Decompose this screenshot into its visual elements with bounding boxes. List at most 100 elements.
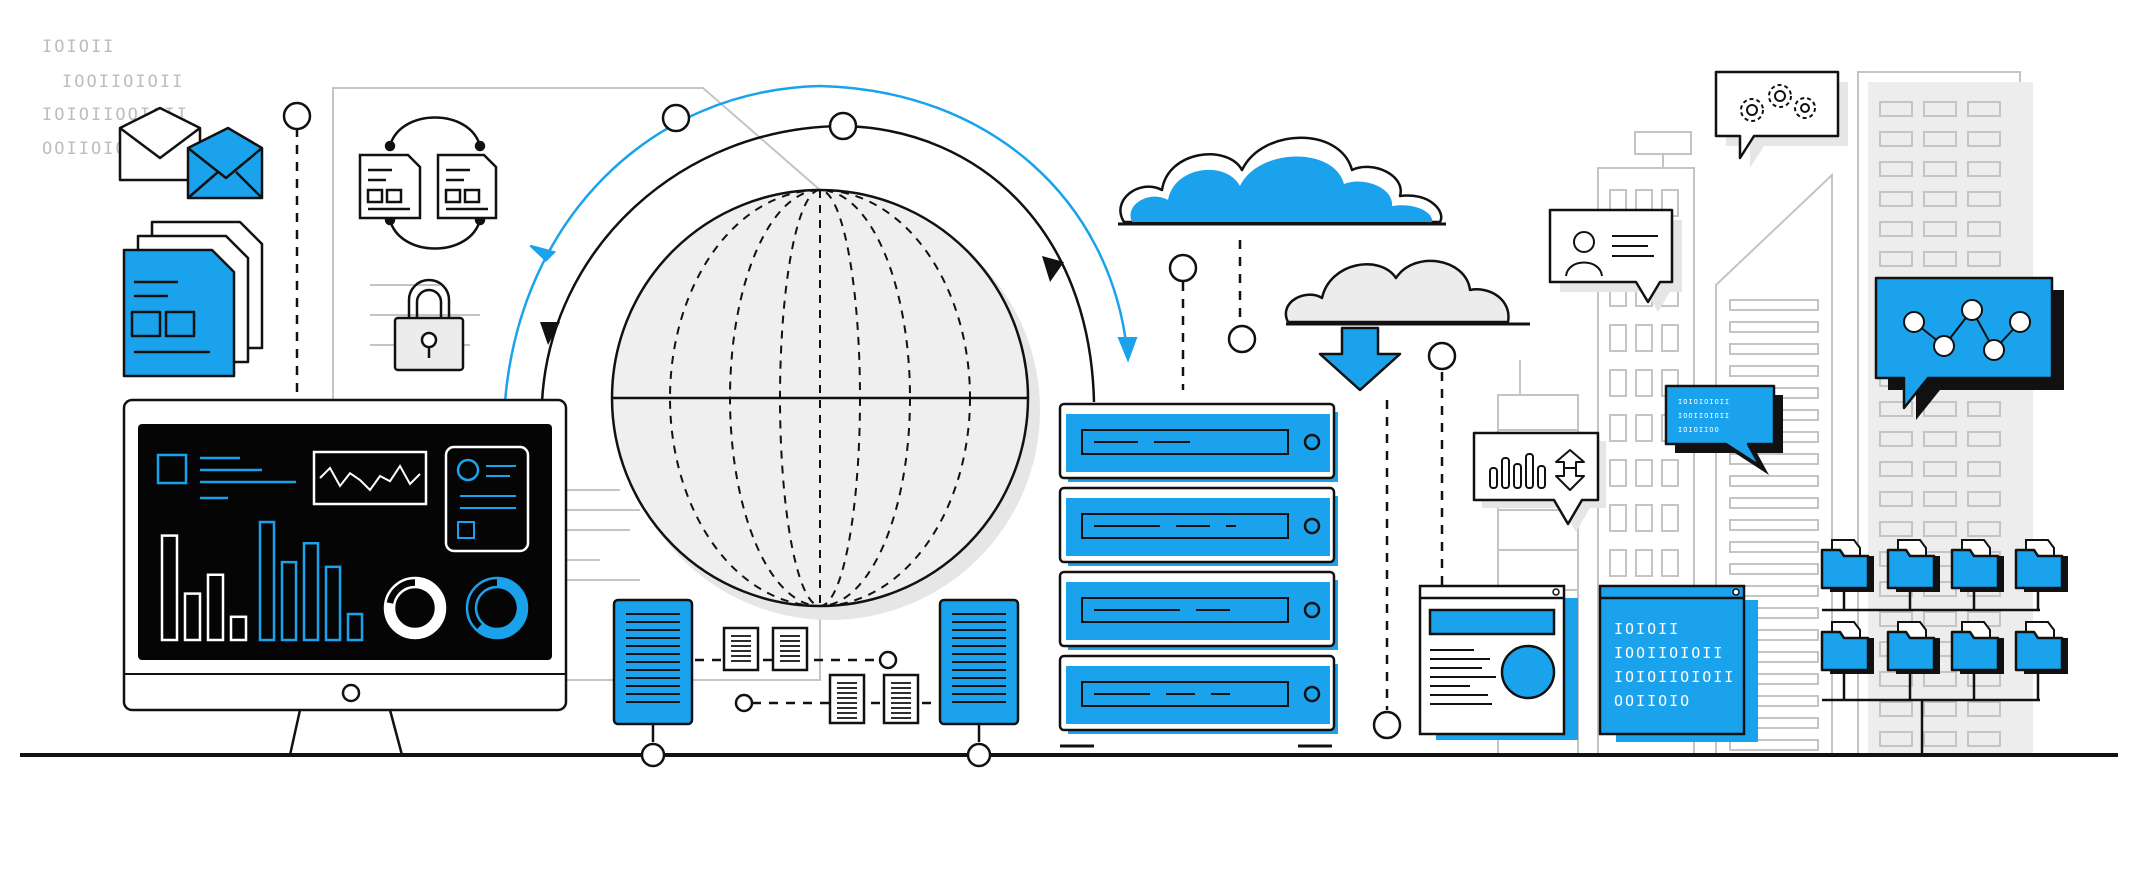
bar-chart-white	[160, 534, 248, 642]
binary-line: IOOIIOIOII	[1678, 412, 1730, 420]
orbit-arrows	[503, 84, 1138, 403]
folder-body	[1820, 548, 1870, 590]
window	[1879, 731, 1913, 747]
chart-icon	[1489, 449, 1585, 491]
window	[1661, 504, 1679, 532]
server-icon	[1058, 486, 1338, 566]
dashed-connector	[1372, 341, 1457, 740]
window	[1967, 401, 2001, 417]
arrow-head	[1042, 256, 1064, 282]
bar	[280, 560, 298, 642]
bar-chart-blue	[258, 520, 364, 642]
window	[1967, 491, 2001, 507]
window	[1879, 161, 1913, 177]
window	[1967, 521, 2001, 537]
user-bubble	[1548, 208, 1682, 312]
window	[1879, 461, 1913, 477]
bar	[302, 541, 320, 642]
window	[1923, 461, 1957, 477]
data-transfer	[695, 626, 935, 725]
folder-body	[2014, 630, 2064, 672]
line-chart	[319, 464, 421, 492]
browser-window-icon	[1418, 584, 1578, 740]
window	[1729, 321, 1819, 333]
window	[1967, 251, 2001, 267]
window	[1967, 161, 2001, 177]
binary-line: OOIIOIO	[1614, 692, 1691, 710]
window	[1609, 459, 1627, 487]
binary-line: IOIOII	[1614, 620, 1680, 638]
browser-window-icon: IOIOII IOOIIOIOII IOIOIIOIOII OOIIOIO	[1598, 584, 1758, 742]
binary-line: IOIOII	[42, 37, 115, 57]
window	[1923, 131, 1957, 147]
lock-icon	[393, 278, 465, 372]
arrow-head	[1117, 337, 1138, 363]
window	[1879, 131, 1913, 147]
folder-body	[1886, 548, 1936, 590]
window	[1635, 324, 1653, 352]
power-icon	[1303, 685, 1321, 703]
sync-icon	[384, 116, 486, 250]
envelope-open-icon	[118, 106, 202, 182]
binary-bubble: IOIOIOIOII IOOIIOIOII IOIOIIOO	[1664, 384, 1783, 475]
window	[1923, 221, 1957, 237]
chart-bubble	[1472, 431, 1606, 532]
folder-body	[2014, 548, 2064, 590]
documents-icon	[122, 220, 264, 378]
window	[1879, 611, 1913, 627]
window	[1967, 221, 2001, 237]
window	[1729, 343, 1819, 355]
bar	[160, 534, 179, 642]
window	[1879, 251, 1913, 267]
binary-line: IOIOIIOIOII	[1614, 668, 1735, 686]
window	[1967, 461, 2001, 477]
arrow-head	[540, 322, 560, 345]
window	[1923, 431, 1957, 447]
window	[1923, 251, 1957, 267]
arrow-head	[529, 244, 557, 262]
window	[1967, 431, 2001, 447]
window	[1879, 221, 1913, 237]
window	[1609, 369, 1627, 397]
bar	[346, 612, 364, 642]
folder-icon	[1950, 539, 2004, 610]
server-icon	[938, 598, 1020, 768]
window	[1879, 401, 1913, 417]
power-icon	[1303, 517, 1321, 535]
drive-bay	[1081, 681, 1289, 707]
monitor-icon	[122, 398, 568, 756]
window	[1635, 414, 1653, 442]
window	[1729, 365, 1819, 377]
profile-card	[444, 445, 530, 553]
bar	[183, 592, 202, 642]
server-icon	[1058, 570, 1338, 650]
window	[1923, 701, 1957, 717]
window	[1729, 739, 1819, 751]
window	[1967, 191, 2001, 207]
window	[1967, 101, 2001, 117]
window	[1923, 491, 1957, 507]
line-chart-widget	[312, 450, 428, 506]
dashed-connector	[282, 101, 312, 400]
window	[1635, 369, 1653, 397]
window	[1923, 161, 1957, 177]
right-building	[1857, 71, 2033, 756]
document-icon	[358, 153, 422, 220]
bar	[229, 615, 248, 642]
gears-icon	[1740, 84, 1816, 122]
window	[1879, 191, 1913, 207]
download-arrow-icon	[1318, 326, 1402, 392]
window	[1879, 431, 1913, 447]
window	[1729, 453, 1819, 465]
window	[1879, 101, 1913, 117]
server-icon	[1058, 402, 1338, 482]
folder-icon	[1820, 539, 1874, 610]
window	[1923, 611, 1957, 627]
window	[1609, 504, 1627, 532]
cloud-icon	[1118, 136, 1446, 226]
window	[1635, 459, 1653, 487]
window	[1729, 563, 1819, 575]
network-bubble	[1874, 276, 2064, 420]
folder-body	[1886, 630, 1936, 672]
window	[1661, 549, 1679, 577]
